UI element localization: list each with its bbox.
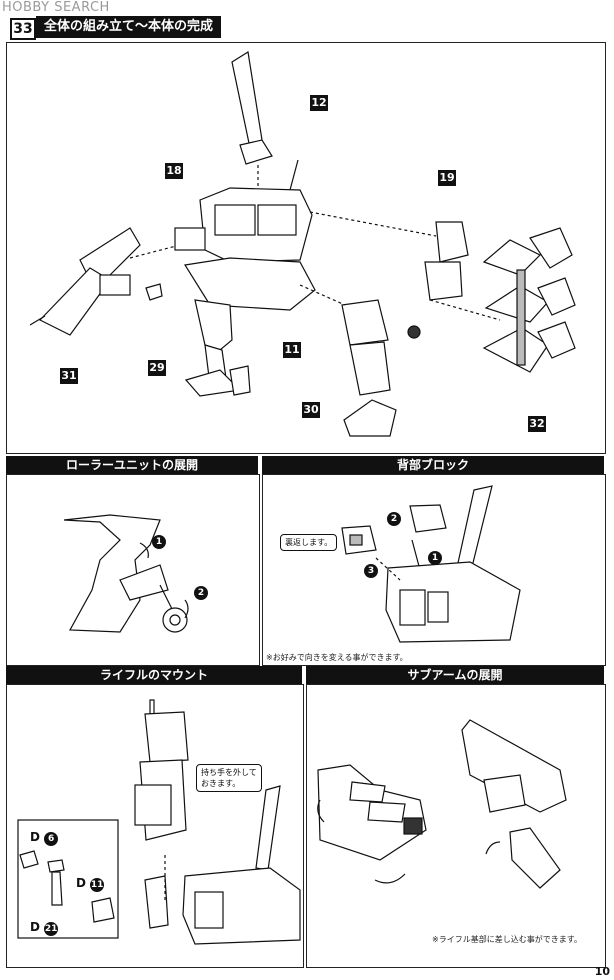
part-number-19: 19	[438, 170, 456, 186]
part-d6-number: 6	[44, 832, 59, 846]
back-note: ※お好みで向きを変える事ができます。	[266, 653, 408, 662]
section-rifle-frame	[6, 684, 304, 968]
step-title: 全体の組み立て～本体の完成	[36, 16, 222, 38]
main-assembly-illustration	[29, 51, 576, 437]
part-d11-label: D 11	[76, 876, 105, 892]
section-roller-frame	[6, 474, 260, 666]
part-d21-letter: D	[30, 920, 40, 934]
part-number-11: 11	[283, 342, 301, 358]
part-d21-label: D 21	[30, 920, 59, 936]
watermark-logo: HOBBY SEARCH	[2, 0, 110, 15]
section-header-rifle: ライフルのマウント	[6, 666, 302, 684]
section-header-subarm: サブアームの展開	[306, 666, 604, 684]
section-subarm-frame	[306, 684, 606, 968]
roller-step-2: 2	[194, 586, 208, 600]
subarm-note: ※ライフル基部に差し込む事ができます。	[432, 935, 582, 944]
part-number-29: 29	[148, 360, 166, 376]
section-back-frame	[262, 474, 606, 666]
back-step-1: 1	[428, 551, 442, 565]
part-number-31: 31	[60, 368, 78, 384]
page-number: 10	[594, 965, 610, 978]
part-d6-letter: D	[30, 830, 40, 844]
rifle-callout: 持ち手を外して おきます。	[196, 764, 262, 792]
part-d6-label: D 6	[30, 830, 59, 846]
part-number-12: 12	[310, 95, 328, 111]
back-step-2: 2	[387, 512, 401, 526]
part-d11-number: 11	[90, 878, 105, 892]
part-d21-number: 21	[44, 922, 59, 936]
step-number: 33	[10, 18, 36, 40]
main-assembly-frame	[6, 42, 606, 454]
section-header-roller: ローラーユニットの展開	[6, 456, 258, 474]
back-callout: 裏返します。	[280, 534, 338, 551]
back-step-3: 3	[364, 564, 378, 578]
part-number-32: 32	[528, 416, 546, 432]
roller-step-1: 1	[152, 535, 166, 549]
part-number-18: 18	[165, 163, 183, 179]
part-number-30: 30	[302, 402, 320, 418]
part-d11-letter: D	[76, 876, 86, 890]
section-header-back: 背部ブロック	[262, 456, 604, 474]
